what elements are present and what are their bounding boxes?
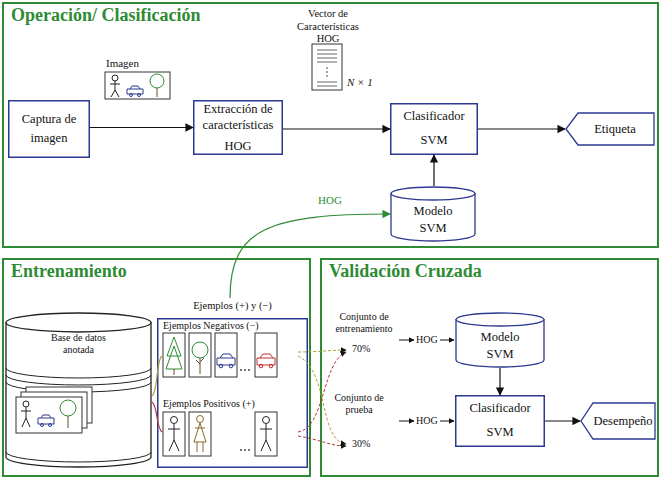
annotation-label: 70%	[352, 343, 386, 355]
disk-ring	[6, 382, 151, 392]
scene-thumbnail	[105, 72, 170, 99]
output-terminal: Desempeño	[580, 402, 656, 440]
database: Base de datos anotada	[5, 312, 152, 468]
node-label: Clasificador SVM	[399, 105, 469, 153]
connector	[499, 368, 500, 395]
process-box: Extracción de característicasHOG	[193, 100, 283, 155]
disk-ring	[6, 368, 151, 378]
process-box: Captura de imagen	[8, 100, 90, 158]
text-area: Etiqueta	[565, 112, 655, 146]
annotation-label: HOG	[416, 415, 442, 427]
text-area: Clasificador SVM	[455, 395, 545, 447]
model-store: Modelo SVM	[455, 312, 545, 368]
text-area: Desempeño	[580, 402, 656, 440]
disk-ring	[6, 452, 151, 462]
connector	[433, 155, 434, 186]
positive-thumbnails	[163, 412, 277, 456]
annotation-label: Conjunto de prueba	[328, 392, 390, 416]
node-label: Modelo SVM	[408, 203, 458, 238]
text-area: Base de datos anotada	[5, 312, 152, 468]
text-area: Modelo SVM	[455, 312, 545, 368]
node-label: Extracción de características	[195, 101, 281, 134]
stage-panel: Validación CruzadaModelo SVM Clasificador…	[320, 258, 659, 477]
connector	[283, 128, 390, 129]
text-area: Clasificador SVM	[390, 103, 478, 155]
output-terminal: Etiqueta	[565, 112, 655, 146]
node-label: Desempeño	[593, 413, 652, 429]
database-thumbnails	[16, 387, 92, 433]
feature-vector-icon	[312, 44, 342, 90]
annotation-label: N × 1	[347, 76, 387, 89]
node-label: Ejemplos Positivos (+)	[163, 398, 255, 409]
connector	[230, 214, 390, 298]
text-area: Extracción de característicasHOG	[193, 100, 283, 155]
terminal-outline	[581, 403, 655, 439]
stage-panel: Operación/ ClasificaciónCaptura de image…	[2, 2, 659, 248]
node-label: Base de datos anotada	[39, 332, 119, 356]
node-label: Ejemplos (+) y (−)	[157, 300, 308, 311]
annotation-label: Vector de Características HOG	[290, 8, 366, 46]
disk-ring	[6, 375, 151, 385]
example-group: Ejemplos Positivos (+)	[160, 398, 305, 460]
node-label: Operación/ Clasificación	[11, 5, 200, 26]
connector	[152, 356, 162, 396]
text-area: Captura de imagen	[8, 100, 90, 158]
classifier-box: Clasificador SVM	[390, 103, 478, 155]
examples-box: Ejemplos (+) y (−) Ejemplos Negativos (−)…	[157, 298, 308, 468]
cylinder-body	[6, 322, 151, 467]
text-area: Modelo SVM	[390, 186, 476, 242]
edge-label: HOG	[318, 194, 348, 207]
feature-arrows	[399, 340, 454, 421]
annotation-label: Imagen	[106, 57, 156, 70]
node-sublabel: HOG	[224, 138, 251, 154]
node-label: Etiqueta	[594, 121, 636, 137]
example-group: Ejemplos Negativos (−)	[160, 320, 305, 382]
cylinder-top	[391, 187, 475, 200]
split-lines	[298, 350, 346, 446]
examples-frame	[157, 318, 308, 468]
connector	[152, 402, 162, 432]
node-label: Captura de imagen	[14, 110, 84, 148]
cylinder-top	[456, 313, 544, 326]
terminal-outline	[566, 113, 654, 145]
node-label: Clasificador SVM	[465, 397, 535, 445]
stage-panel: EntrenamientoBase de datos anotadaEjempl…	[2, 258, 311, 477]
node-label: Entrenamiento	[11, 261, 127, 282]
node-label: Validación Cruzada	[329, 261, 482, 282]
annotation-label: Conjunto de entrenamiento	[322, 311, 406, 335]
node-label: Ejemplos Negativos (−)	[163, 320, 259, 331]
negative-thumbnails	[163, 333, 277, 377]
cylinder-top	[6, 313, 151, 332]
model-store: Modelo SVM	[390, 186, 476, 242]
connector	[545, 420, 580, 421]
annotation-label: 30%	[352, 438, 386, 450]
connector	[478, 128, 565, 129]
annotation-label: HOG	[416, 334, 442, 346]
classifier-box: Clasificador SVM	[455, 395, 545, 447]
connector	[90, 127, 193, 128]
node-label: Modelo SVM	[475, 329, 525, 364]
